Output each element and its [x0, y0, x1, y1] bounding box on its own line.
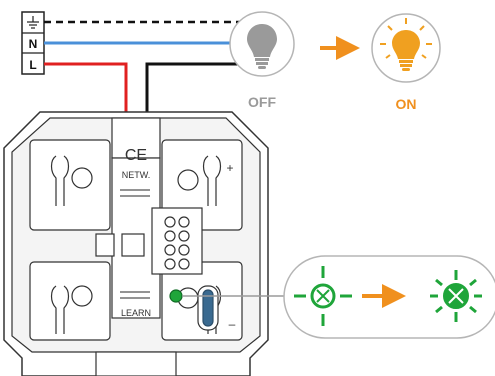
live-wire [44, 62, 128, 128]
plus-label: + [226, 161, 233, 175]
off-lamp: OFF [229, 11, 295, 110]
terminal-neutral-label: N [29, 37, 38, 51]
earth-icon [27, 16, 39, 29]
ce-mark: CE [125, 147, 147, 164]
terminal-block: N L [21, 11, 45, 75]
bulb-off-icon [247, 24, 277, 69]
off-label: OFF [248, 94, 276, 110]
led-steady-icon [294, 266, 352, 326]
learn-led [169, 289, 183, 303]
bulb-on-icon [380, 18, 432, 71]
led-blinking-icon [430, 270, 482, 322]
terminal-live-label: L [29, 58, 36, 72]
wires [44, 20, 240, 128]
led-callout [283, 255, 495, 339]
dimmer-slider [202, 289, 214, 327]
learn-label: LEARN [121, 308, 151, 318]
load-wire [145, 62, 240, 128]
dimmer-device [3, 111, 269, 376]
on-label: ON [396, 96, 417, 112]
connector-block [164, 216, 190, 270]
minus-label: – [229, 317, 236, 331]
on-lamp: ON [371, 13, 441, 112]
netw-label: NETW. [122, 170, 151, 180]
